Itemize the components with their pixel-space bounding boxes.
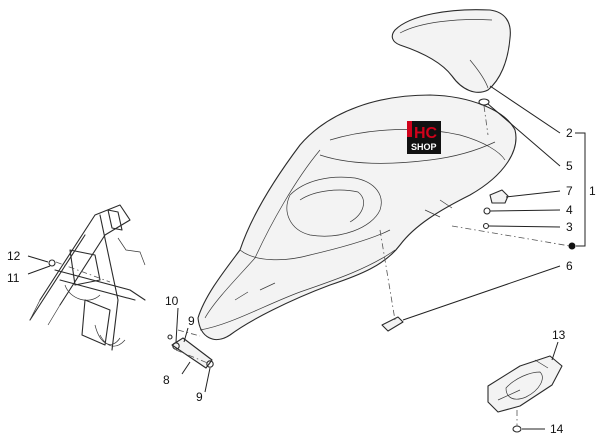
callout-1: 1 (589, 184, 596, 198)
scooter-frame (29, 204, 146, 351)
callout-6: 6 (566, 259, 573, 273)
screw (482, 222, 490, 230)
hc-shop-logo: HC SHOP (407, 121, 441, 154)
seat (197, 94, 517, 340)
callout-8: 8 (163, 373, 170, 387)
logo-shop: SHOP (411, 142, 437, 152)
washer (483, 207, 491, 215)
logo-panel (407, 121, 441, 154)
callout-4: 4 (566, 203, 573, 217)
callout-9-bottom: 9 (196, 390, 203, 404)
logo-flag-icon (407, 121, 412, 137)
callout-9-top: 9 (188, 314, 195, 328)
seat-pin (381, 316, 404, 332)
callout-2: 2 (566, 126, 573, 140)
callout-5: 5 (566, 159, 573, 173)
bolt-marker (568, 242, 576, 250)
storage-tray (487, 355, 563, 433)
callout-10: 10 (165, 294, 179, 308)
callouts: 2 5 7 4 3 1 6 12 11 10 9 8 9 13 14 (7, 126, 596, 436)
callout-11: 11 (7, 271, 20, 285)
callout-3: 3 (566, 220, 573, 234)
logo-hc: HC (414, 125, 438, 142)
hinge (167, 334, 214, 369)
callout-13: 13 (552, 328, 566, 342)
rubber-buffer (489, 189, 509, 204)
callout-14: 14 (550, 422, 564, 436)
callout-7: 7 (566, 184, 573, 198)
assembly-lines (55, 105, 571, 426)
backrest (391, 9, 511, 106)
leader-lines (27, 85, 586, 430)
nut-12 (48, 259, 56, 267)
callout-12: 12 (7, 249, 21, 263)
